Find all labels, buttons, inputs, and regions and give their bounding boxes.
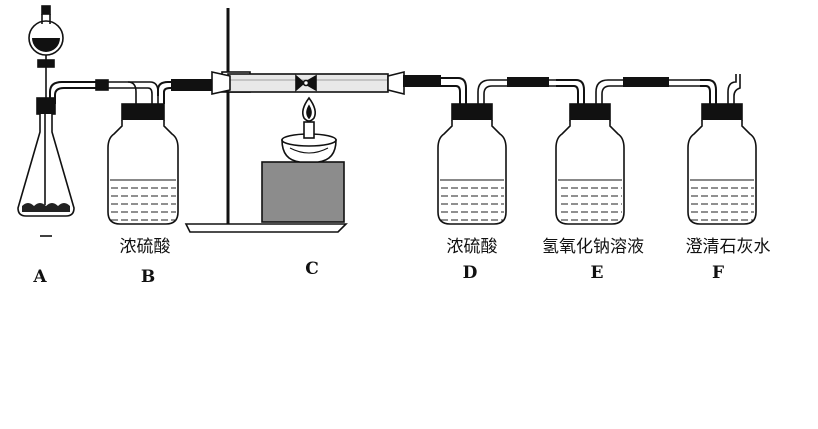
connector-tube-b-c	[157, 79, 214, 104]
apparatus-d-wash-bottle	[437, 79, 556, 225]
apparatus-e-wash-bottle	[555, 79, 700, 225]
apparatus-b-wash-bottle	[107, 81, 179, 225]
apparatus-letter-f: F	[712, 263, 724, 283]
connector-tube-d-e	[507, 77, 585, 104]
apparatus-a-flask-with-funnel	[17, 5, 109, 237]
connector-tube-c-d	[403, 75, 467, 104]
reagent-label-d: 浓硫酸	[447, 237, 498, 257]
reagent-label-e: 氢氧化钠溶液	[542, 237, 644, 257]
apparatus-f-wash-bottle	[687, 74, 757, 225]
apparatus-letter-e: E	[591, 263, 604, 283]
reagent-label-b: 浓硫酸	[120, 237, 171, 257]
apparatus-letter-b: B	[141, 267, 155, 287]
reagent-label-f: 澄清石灰水	[686, 237, 771, 257]
connector-tube-e-f	[623, 77, 717, 104]
apparatus-letter-d: D	[463, 263, 478, 283]
apparatus-letter-a: A	[32, 267, 47, 287]
apparatus-c-heating-setup	[184, 8, 405, 233]
apparatus-letter-c: C	[305, 259, 319, 279]
